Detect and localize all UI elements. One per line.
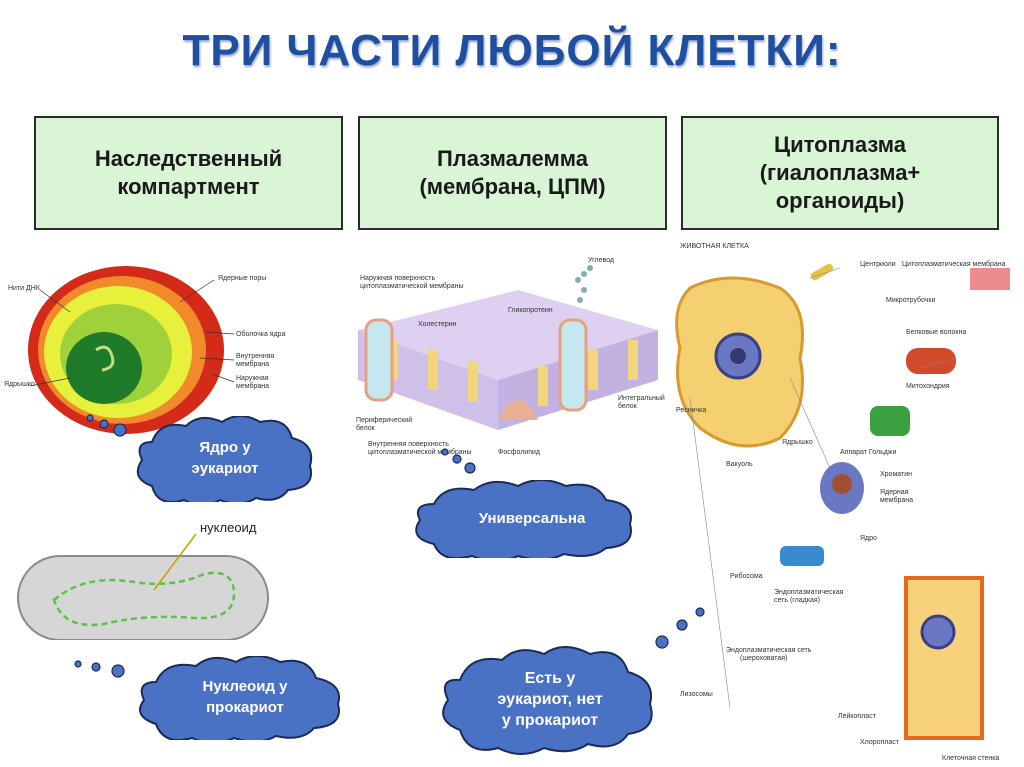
label-nucleus-cell: Ядро <box>860 535 877 542</box>
label-inner: Внутренняя <box>236 353 275 360</box>
label-outer2: мембрана <box>236 382 269 390</box>
hereditary-compartment-box: Наследственный компартмент <box>34 116 343 230</box>
label-nuclear-membrane: Ядерная <box>880 489 909 496</box>
box-line: (гиалоплазма+ <box>759 160 921 185</box>
label-dna: Нити ДНК <box>8 285 41 292</box>
label-vacuole: Вакуоль <box>726 461 753 468</box>
cloud-line: эукариот <box>191 460 259 477</box>
label-cilia: Ресничка <box>676 407 706 414</box>
label-peripheral: Периферический <box>356 416 412 424</box>
label-cpm: Цитоплазматическая мембрана <box>902 260 1006 268</box>
box-line: Цитоплазма <box>774 132 906 157</box>
cloud-universal <box>415 480 632 558</box>
label-nuclear-membrane2: мембрана <box>880 496 913 504</box>
label-rer: Эндоплазматическая сеть <box>726 647 812 654</box>
label-microtubules: Микротрубочки <box>886 296 935 304</box>
cloud-text-nucleus: Ядро у эукариот <box>140 437 310 479</box>
box-line: компартмент <box>117 174 260 199</box>
label-glyco: Гликопротеин <box>508 307 553 314</box>
box-line: Наследственный <box>94 146 283 171</box>
label-nucleoid: нуклеоид <box>200 520 257 535</box>
label-chloroplast: Хлоропласт <box>860 739 900 746</box>
box-line: органоиды) <box>775 188 905 213</box>
label-carb: Углевод <box>588 257 614 264</box>
cloud-nucleus <box>136 416 313 502</box>
bacterium-illustration: нуклеоид <box>17 520 269 640</box>
label-leucoplast: Лейкопласт <box>838 712 877 720</box>
cloud-line: Ядро у <box>199 439 251 456</box>
cloud-nucleoid <box>139 656 340 740</box>
cell-illustration: ЖИВОТНАЯ КЛЕТКА Центриоли Цитоплазматиче… <box>675 243 1010 762</box>
label-golgi: Аппарат Гольджи <box>840 449 896 456</box>
label-cell-wall: Клеточная стенка <box>942 755 999 762</box>
label-lysosome: Лизосомы <box>680 691 713 698</box>
slide-title: ТРИ ЧАСТИ ЛЮБОЙ КЛЕТКИ: <box>182 26 842 75</box>
cloud-text-eukaryote: Есть у эукариот, нет у прокариот <box>444 668 656 731</box>
label-centrioles: Центриоли <box>860 261 896 268</box>
label-cell-header: ЖИВОТНАЯ КЛЕТКА <box>680 243 749 250</box>
cloud-line: Есть у <box>524 670 576 687</box>
label-mitochondria: Митохондрия <box>906 383 950 390</box>
label-integral2: белок <box>618 402 638 410</box>
box-line: Плазмалемма <box>436 146 588 171</box>
label-pores: Ядерные поры <box>218 275 266 282</box>
cloud-line: Универсальна <box>478 510 586 527</box>
label-ser: Эндоплазматическая <box>774 589 844 596</box>
label-chol: Холестерин <box>418 321 457 328</box>
label-outer: Наружная <box>236 375 269 382</box>
label-nucleolus-cell: Ядрышко <box>782 439 813 446</box>
label-rer2: (шероховатая) <box>740 655 787 662</box>
cloud-line: у прокариот <box>501 712 599 729</box>
label-inner-surface2: цитоплазматической мембраны <box>368 448 472 456</box>
label-peripheral2: белок <box>356 424 376 432</box>
label-inner-surface: Внутренняя поверхность <box>368 441 449 448</box>
label-outer-surface2: цитоплазматической мембраны <box>360 282 464 290</box>
label-integral: Интегральный <box>618 394 665 402</box>
box-line: (мембрана, ЦПМ) <box>419 174 606 199</box>
cloud-line: Нуклеоид у <box>202 678 288 695</box>
nucleus-illustration: Нити ДНК Ядерные поры Оболочка ядра Внут… <box>4 266 286 434</box>
cloud-eukaryote <box>442 646 653 755</box>
cloud-line: прокариот <box>206 699 284 716</box>
membrane-illustration: Углевод Наружная поверхность цитоплазмат… <box>356 257 665 456</box>
cloud-text-universal: Универсальна <box>414 508 650 529</box>
label-ribosome: Рибосома <box>730 572 763 580</box>
cloud-line: эукариот, нет <box>497 691 603 708</box>
label-phospho: Фосфолипид <box>498 449 540 456</box>
label-protein-fibers: Белковые волокна <box>906 329 966 336</box>
label-envelope: Оболочка ядра <box>236 330 286 338</box>
label-ser2: сеть (гладкая) <box>774 597 820 604</box>
plasmalemma-box: Плазмалемма (мембрана, ЦПМ) <box>358 116 667 230</box>
label-inner2: мембрана <box>236 360 269 368</box>
label-nucleolus: Ядрышко <box>4 381 35 388</box>
cytoplasm-box: Цитоплазма (гиалоплазма+ органоиды) <box>681 116 999 230</box>
label-chromatin: Хроматин <box>880 471 912 478</box>
label-outer-surface: Наружная поверхность <box>360 275 436 282</box>
cloud-text-nucleoid: Нуклеоид у прокариот <box>140 676 350 718</box>
